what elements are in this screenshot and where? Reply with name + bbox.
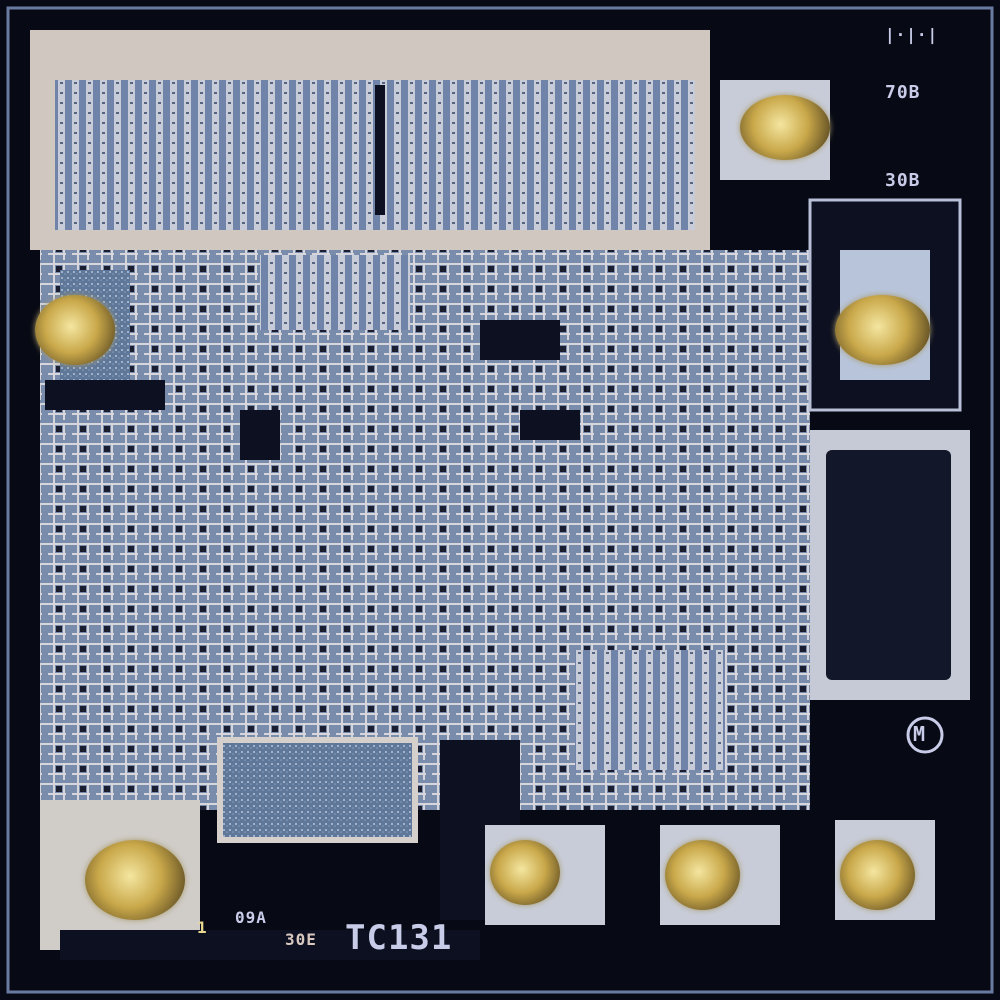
- bond-pad: [490, 840, 560, 905]
- pin1-marker: 1: [197, 918, 208, 937]
- bond-pad: [35, 295, 115, 365]
- label-70b: 70B: [885, 82, 921, 103]
- manufacturer-logo: [906, 716, 944, 754]
- capacitor: [826, 450, 951, 680]
- logo-letter: M: [913, 722, 927, 746]
- mask-code-bottom: 30E: [285, 930, 317, 949]
- bond-pad: [840, 840, 915, 910]
- rev-marks: |·|·|: [885, 25, 939, 44]
- die-border: [6, 6, 994, 994]
- mask-code-top: 09A: [235, 908, 267, 927]
- label-30b: 30B: [885, 170, 921, 191]
- bond-pad: [835, 295, 930, 365]
- transistor-array: [575, 650, 725, 770]
- bond-pad: [85, 840, 185, 920]
- speckle-region: [217, 737, 418, 843]
- bond-pad: [665, 840, 740, 910]
- bond-pad: [740, 95, 830, 160]
- part-number: TC131: [345, 918, 453, 958]
